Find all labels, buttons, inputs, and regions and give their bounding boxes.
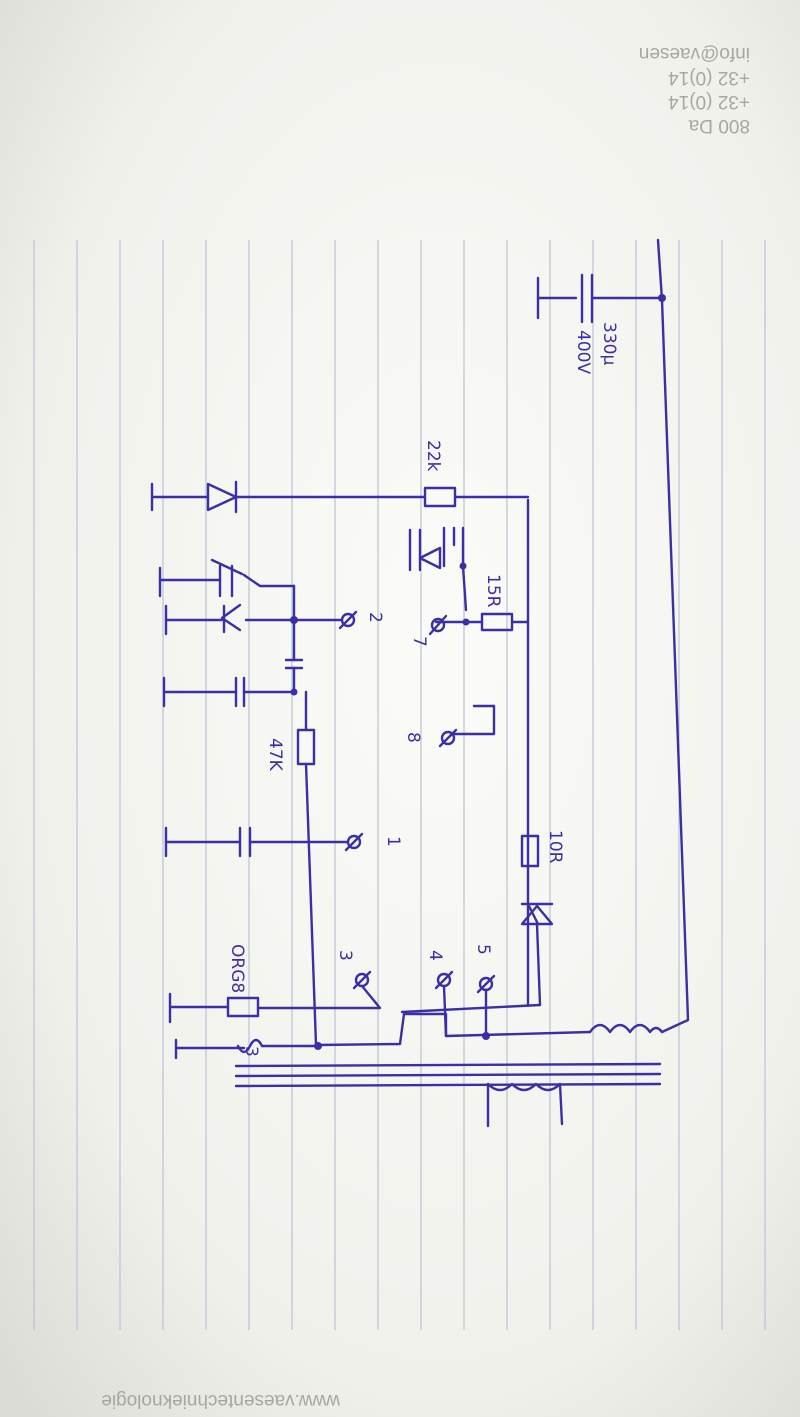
zener-diode xyxy=(150,480,238,514)
pin-7 xyxy=(428,614,448,636)
label-22k: 22k xyxy=(423,440,443,472)
transformer-primary xyxy=(588,1023,664,1034)
letterhead-line-3: +32 (0)14 xyxy=(668,67,750,88)
supply-rail xyxy=(656,238,690,1034)
letterhead-line-4: info@vaesen xyxy=(639,43,750,64)
trimmer xyxy=(158,558,244,598)
transformer-secondary xyxy=(486,1082,564,1128)
transformer-core xyxy=(234,1062,662,1088)
letterhead-line-1: 800 Da xyxy=(688,115,750,136)
capacitor-330u xyxy=(536,273,664,324)
label-pin-1: 1 xyxy=(383,836,403,847)
bottom-bus xyxy=(316,1012,592,1047)
label-pin-7: 7 xyxy=(409,636,429,647)
pin-8 xyxy=(438,704,496,748)
label-pin-3: 3 xyxy=(335,950,355,961)
paper-rules xyxy=(33,240,766,1330)
label-330u: 330µ xyxy=(599,322,619,365)
schematic: 330µ 400V 22k 15R xyxy=(150,238,690,1128)
footer-stamp: www.vaesentechnieknologie xyxy=(101,1390,341,1411)
label-47k: 47K xyxy=(265,738,285,772)
label-org8: ORG8 xyxy=(227,944,247,993)
label-10r: 10R xyxy=(545,830,565,864)
diode-bridge xyxy=(408,526,468,612)
letterhead: 800 Da +32 (0)14 +32 (0)14 info@vaesen xyxy=(639,43,750,136)
label-pin-5: 5 xyxy=(473,944,493,955)
coil-small xyxy=(236,1038,264,1054)
label-pin-2: 2 xyxy=(365,612,385,623)
label-coil-3: 3 xyxy=(241,1046,261,1057)
label-pin-8: 8 xyxy=(403,732,423,743)
label-15r: 15R xyxy=(483,574,503,608)
label-400v: 400V xyxy=(573,330,593,374)
zener-2 xyxy=(164,603,296,636)
letterhead-line-2: +32 (0)14 xyxy=(668,91,750,112)
label-pin-4: 4 xyxy=(425,950,445,961)
resistor-10r xyxy=(520,834,540,868)
